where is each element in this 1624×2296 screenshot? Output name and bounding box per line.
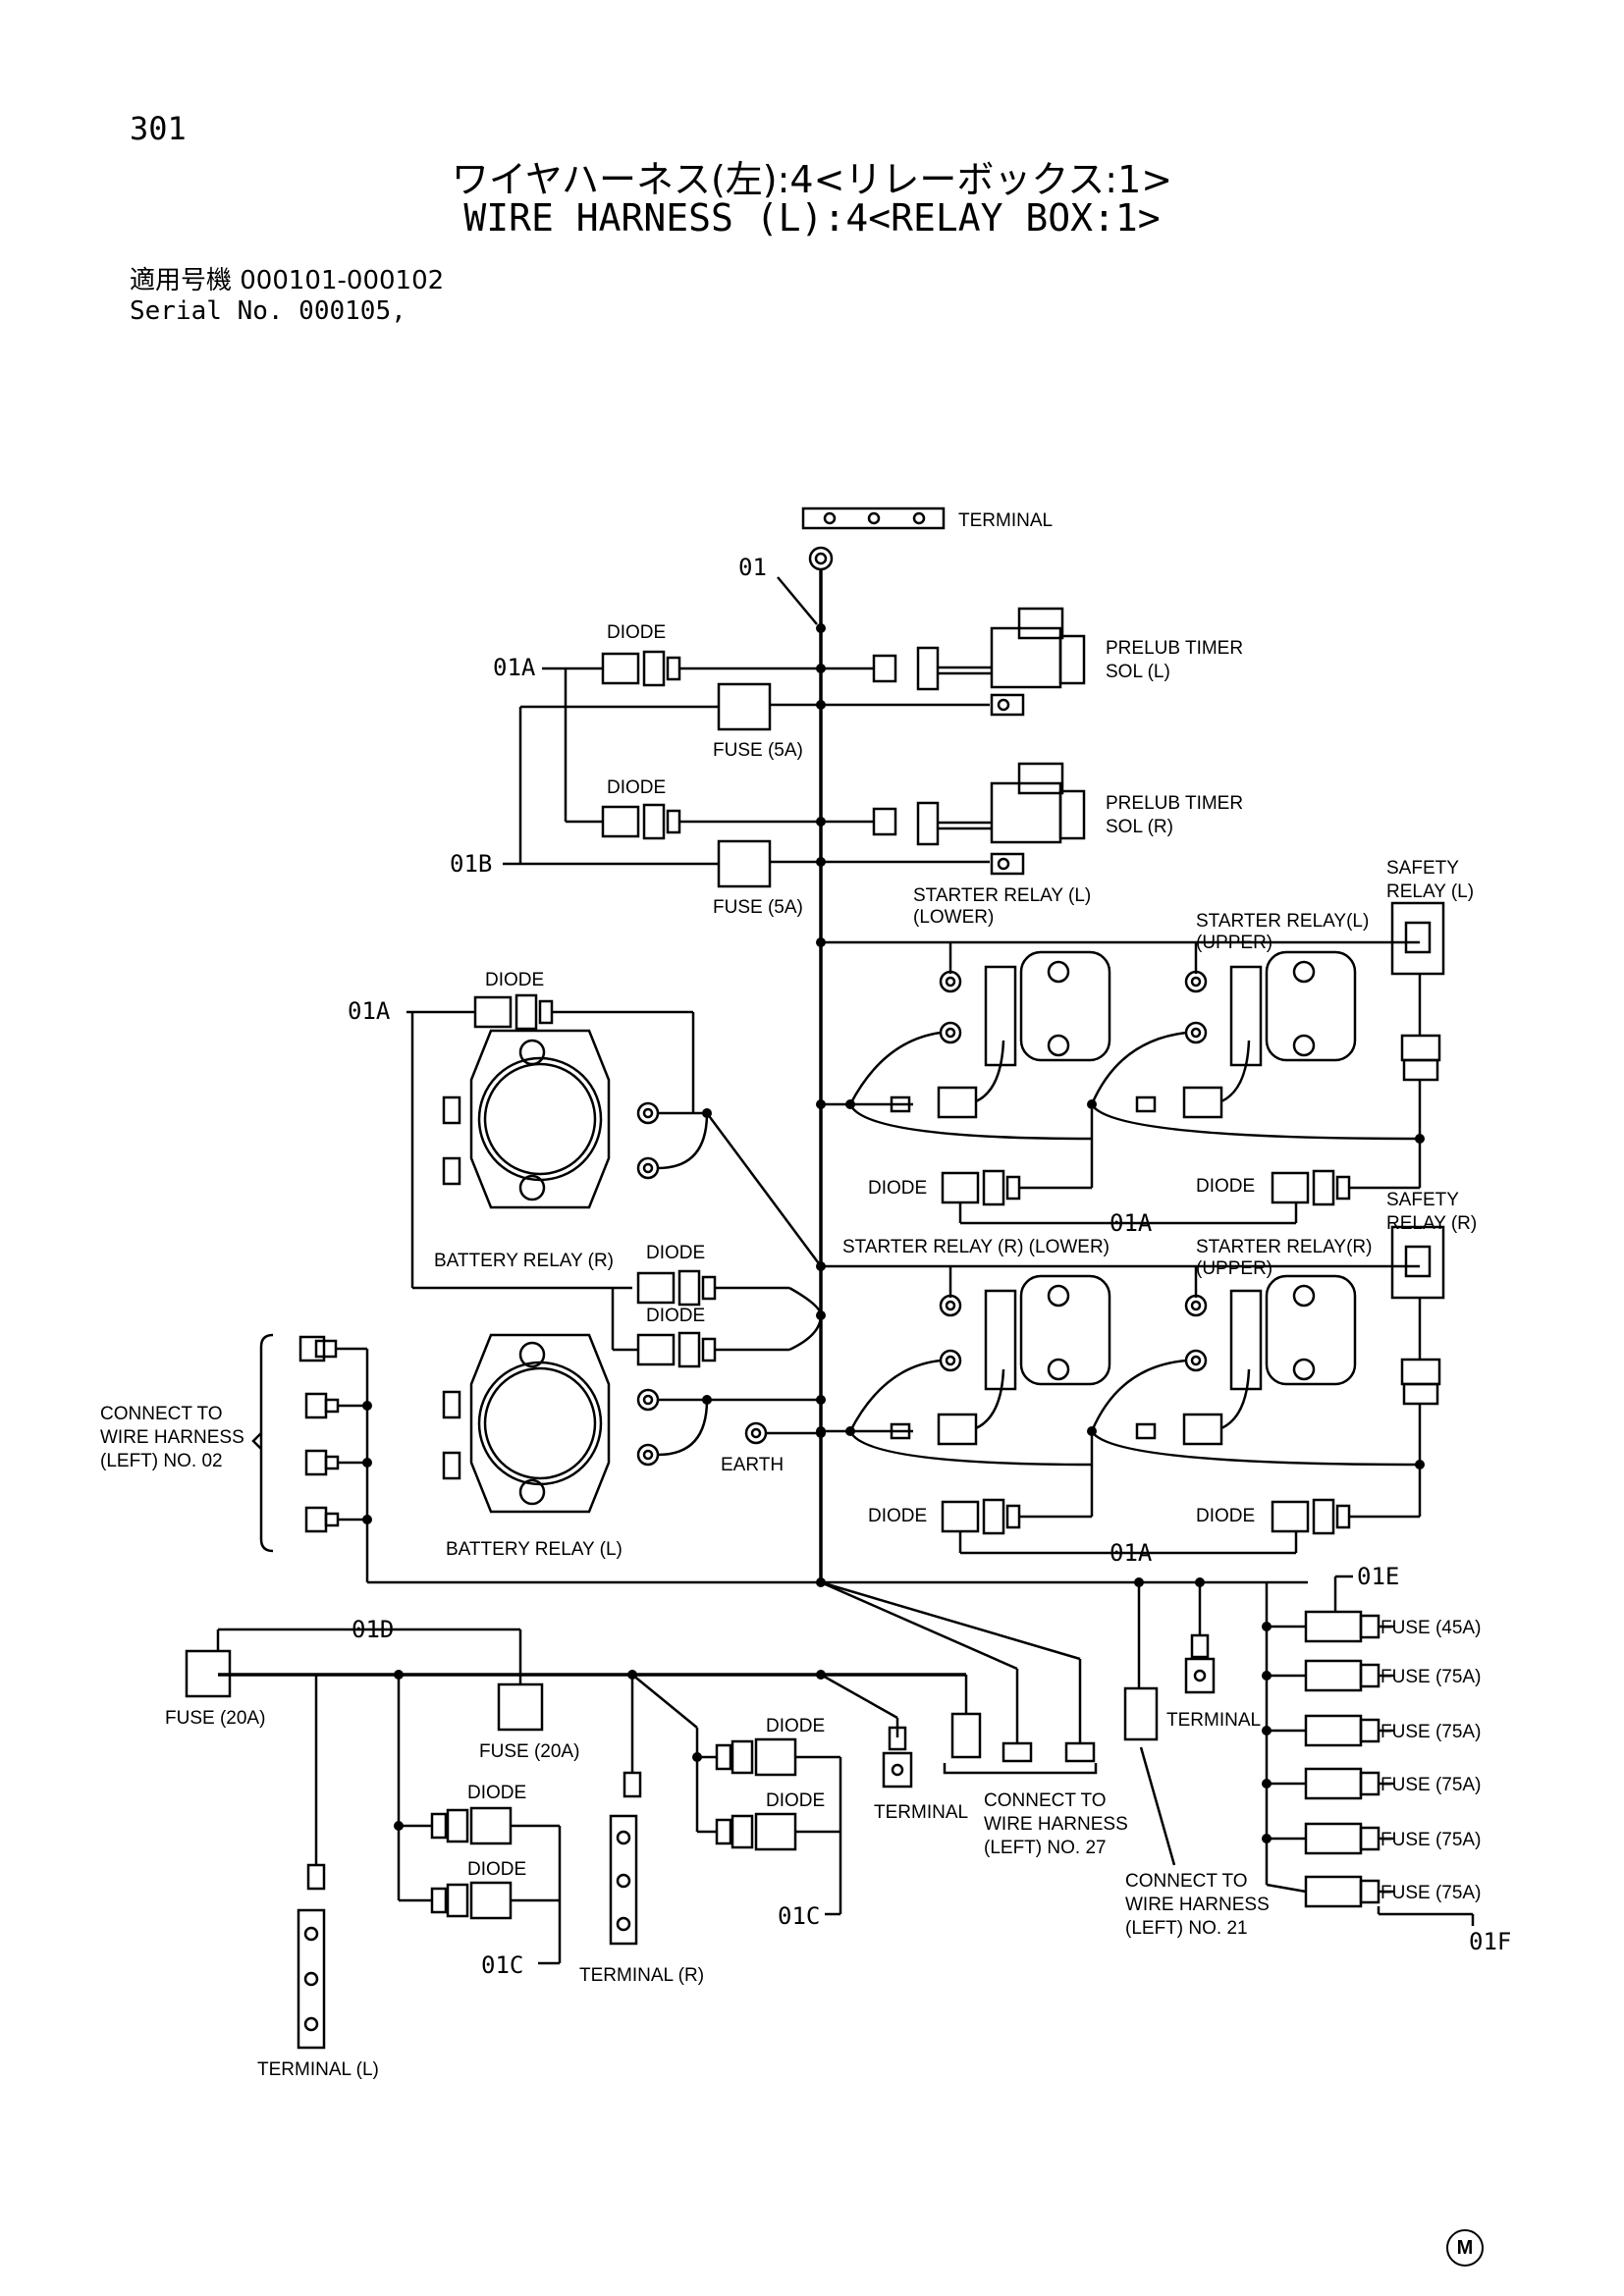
starter-relays-left xyxy=(821,901,1445,1225)
earth-label: EARTH xyxy=(721,1455,784,1475)
connect-27-line2: WIRE HARNESS xyxy=(984,1814,1128,1835)
ref-01E: 01E xyxy=(1357,1563,1399,1590)
battery-relay-l-label: BATTERY RELAY (L) xyxy=(446,1539,623,1560)
fuse-5a-label-1: FUSE (5A) xyxy=(713,740,803,761)
battery-relay-r xyxy=(406,993,823,1290)
ref-01B: 01B xyxy=(450,850,492,878)
starter-r-upper-line1: STARTER RELAY(R) xyxy=(1196,1237,1372,1257)
starter-l-lower-line1: STARTER RELAY (L) xyxy=(913,885,1091,906)
diode-label-rc2: DIODE xyxy=(766,1790,825,1811)
safety-r-line2: RELAY (R) xyxy=(1386,1213,1477,1234)
diode-pair-battery xyxy=(611,1269,823,1368)
top-terminal-label: TERMINAL xyxy=(958,510,1053,531)
prelub-r-line1: PRELUB TIMER xyxy=(1106,793,1243,814)
fuse-45a-label: FUSE (45A) xyxy=(1380,1618,1481,1638)
diode-label-bp1: DIODE xyxy=(646,1243,705,1263)
serial-range-japanese: 適用号機 000101-000102 xyxy=(130,266,445,295)
diode-label-rc1: DIODE xyxy=(766,1716,825,1736)
fuse-75a-label-4: FUSE (75A) xyxy=(1380,1830,1481,1850)
fuse-75a-label-2: FUSE (75A) xyxy=(1380,1722,1481,1742)
ref-01A-battery: 01A xyxy=(348,997,391,1025)
connect-02-line1: CONNECT TO xyxy=(100,1404,223,1424)
diode-label-lc1: DIODE xyxy=(467,1783,526,1803)
ref-01F: 01F xyxy=(1469,1928,1511,1955)
battery-relay-l xyxy=(442,1333,821,1514)
terminal-mid-label: TERMINAL xyxy=(874,1802,968,1823)
serial-number: Serial No. 000105, xyxy=(130,296,406,326)
ref-01D: 01D xyxy=(352,1616,394,1643)
prelub-r-line2: SOL (R) xyxy=(1106,817,1173,837)
prelub-section xyxy=(503,607,1086,888)
starter-l-upper-line1: STARTER RELAY(L) xyxy=(1196,911,1369,932)
fuse-5a-label-2: FUSE (5A) xyxy=(713,897,803,918)
page-title-english: WIRE HARNESS (L):4<RELAY BOX:1> xyxy=(463,196,1161,240)
terminal-right-label: TERMINAL xyxy=(1166,1710,1261,1731)
fuse-20a-label-left: FUSE (20A) xyxy=(165,1708,265,1729)
diode-label-sr2: DIODE xyxy=(1196,1506,1255,1526)
safety-l-line1: SAFETY xyxy=(1386,858,1459,879)
connect-02-line2: WIRE HARNESS xyxy=(100,1427,244,1448)
ref-01A-mid: 01A xyxy=(1110,1209,1153,1237)
diode-label-bp2: DIODE xyxy=(646,1306,705,1326)
starter-r-upper-line2: (UPPER) xyxy=(1196,1258,1272,1279)
m-mark: M xyxy=(1446,2229,1484,2267)
diode-label-sl2: DIODE xyxy=(1196,1176,1255,1197)
diode-label-sr1: DIODE xyxy=(868,1506,927,1526)
page-title-japanese: ワイヤハーネス(左):4<リレーボックス:1> xyxy=(451,158,1173,201)
diode-label-sl1: DIODE xyxy=(868,1178,927,1199)
starter-l-upper-line2: (UPPER) xyxy=(1196,933,1272,953)
prelub-l-line1: PRELUB TIMER xyxy=(1106,638,1243,659)
ref-01-label: 01 xyxy=(738,554,767,581)
diode-label-br: DIODE xyxy=(485,970,544,990)
fuse-20a-label-mid: FUSE (20A) xyxy=(479,1741,579,1762)
connect-21-line3: (LEFT) NO. 21 xyxy=(1125,1918,1248,1939)
diode-label-lc2: DIODE xyxy=(467,1859,526,1880)
fuse-75a-label-1: FUSE (75A) xyxy=(1380,1667,1481,1687)
starter-l-lower-line2: (LOWER) xyxy=(913,907,994,928)
connect-27-line1: CONNECT TO xyxy=(984,1790,1107,1811)
starter-relays-right xyxy=(821,1225,1445,1555)
terminal-r-label: TERMINAL (R) xyxy=(579,1965,704,1986)
terminal-l-label: TERMINAL (L) xyxy=(257,2059,379,2080)
fuse-75a-label-5: FUSE (75A) xyxy=(1380,1883,1481,1903)
diode-label-2: DIODE xyxy=(607,777,666,798)
safety-r-line1: SAFETY xyxy=(1386,1190,1459,1210)
lower-harness xyxy=(185,1575,1475,2050)
top-terminal-strip xyxy=(801,507,946,571)
battery-relay-r-label: BATTERY RELAY (R) xyxy=(434,1251,614,1271)
ref-01A-top: 01A xyxy=(493,654,536,681)
connect-27-line3: (LEFT) NO. 27 xyxy=(984,1838,1107,1858)
junction-dots xyxy=(362,623,1425,1843)
starter-r-lower-label: STARTER RELAY (R) (LOWER) xyxy=(842,1237,1110,1257)
ref-01C-right: 01C xyxy=(778,1902,820,1930)
page-number: 301 xyxy=(130,110,187,147)
fuse-75a-label-3: FUSE (75A) xyxy=(1380,1775,1481,1795)
connect-21-line1: CONNECT TO xyxy=(1125,1871,1248,1892)
ref-01A-low: 01A xyxy=(1110,1539,1153,1567)
diode-label-1: DIODE xyxy=(607,622,666,643)
connect-21-line2: WIRE HARNESS xyxy=(1125,1895,1270,1915)
connect-02-line3: (LEFT) NO. 02 xyxy=(100,1451,223,1471)
prelub-l-line2: SOL (L) xyxy=(1106,662,1170,682)
safety-l-line2: RELAY (L) xyxy=(1386,881,1474,902)
ref-01C-left: 01C xyxy=(481,1951,523,1979)
ref-01-leader xyxy=(777,576,818,625)
